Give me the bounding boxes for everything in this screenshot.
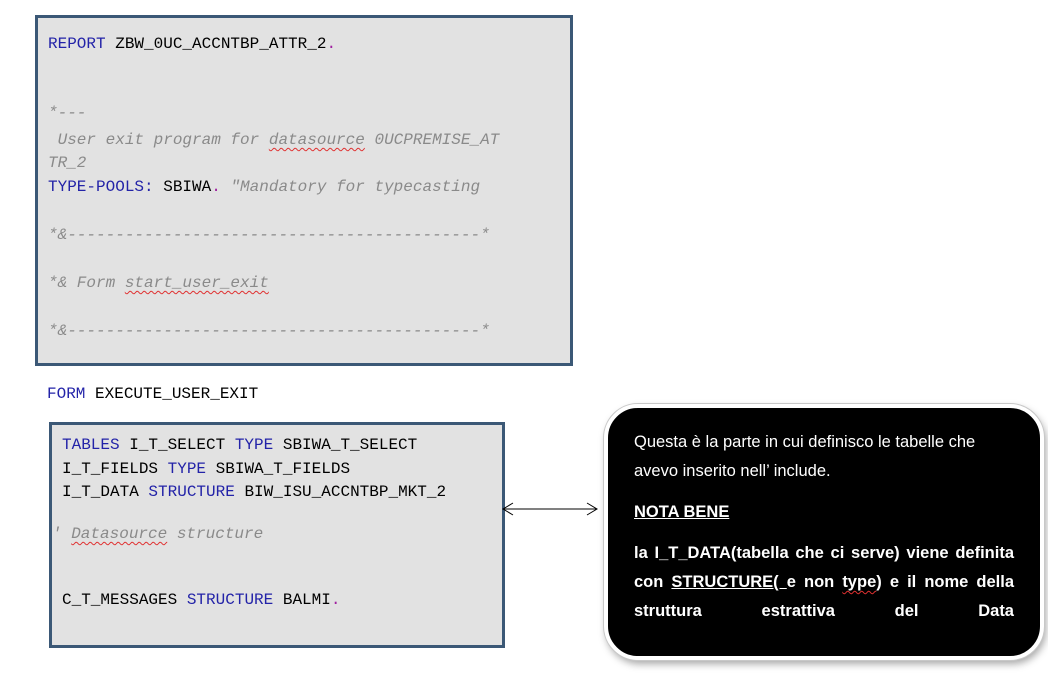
code-line-comment: ' Datasource structure xyxy=(52,525,264,543)
code-line-data: I_T_DATA STRUCTURE BIW_ISU_ACCNTBP_MKT_2 xyxy=(62,483,447,501)
code-line-separator: *&--------------------------------------… xyxy=(48,226,490,244)
code-line-tables: TABLES I_T_SELECT TYPE SBIWA_T_SELECT xyxy=(62,436,418,454)
code-line-fields: I_T_FIELDS TYPE SBIWA_T_FIELDS xyxy=(62,460,351,478)
note-callout: Questa è la parte in cui definisco le ta… xyxy=(604,404,1044,660)
code-line-report: REPORT ZBW_0UC_ACCNTBP_ATTR_2. xyxy=(48,35,337,53)
code-line-form-comment: *& Form start_user_exit xyxy=(48,274,269,292)
code-line-comment: TR_2 xyxy=(48,154,87,172)
callout-title: NOTA BENE xyxy=(634,503,730,521)
code-box-tables: TABLES I_T_SELECT TYPE SBIWA_T_SELECT I_… xyxy=(49,422,505,648)
code-box-report: REPORT ZBW_0UC_ACCNTBP_ATTR_2. *--- User… xyxy=(35,15,573,366)
double-arrow-icon xyxy=(502,502,598,516)
code-line-separator: *&--------------------------------------… xyxy=(48,322,490,340)
code-line-type-pools: TYPE-POOLS: SBIWA. "Mandatory for typeca… xyxy=(48,178,481,196)
callout-intro: Questa è la parte in cui definisco le ta… xyxy=(634,433,976,480)
code-line-comment: User exit program for datasource 0UCPREM… xyxy=(48,131,500,149)
code-line-comment: *--- xyxy=(48,104,87,122)
callout-body: la I_T_DATA(tabella che ci serve) viene … xyxy=(634,544,1014,620)
code-line-messages: C_T_MESSAGES STRUCTURE BALMI. xyxy=(62,591,341,609)
code-line-form: FORM EXECUTE_USER_EXIT xyxy=(47,385,259,403)
